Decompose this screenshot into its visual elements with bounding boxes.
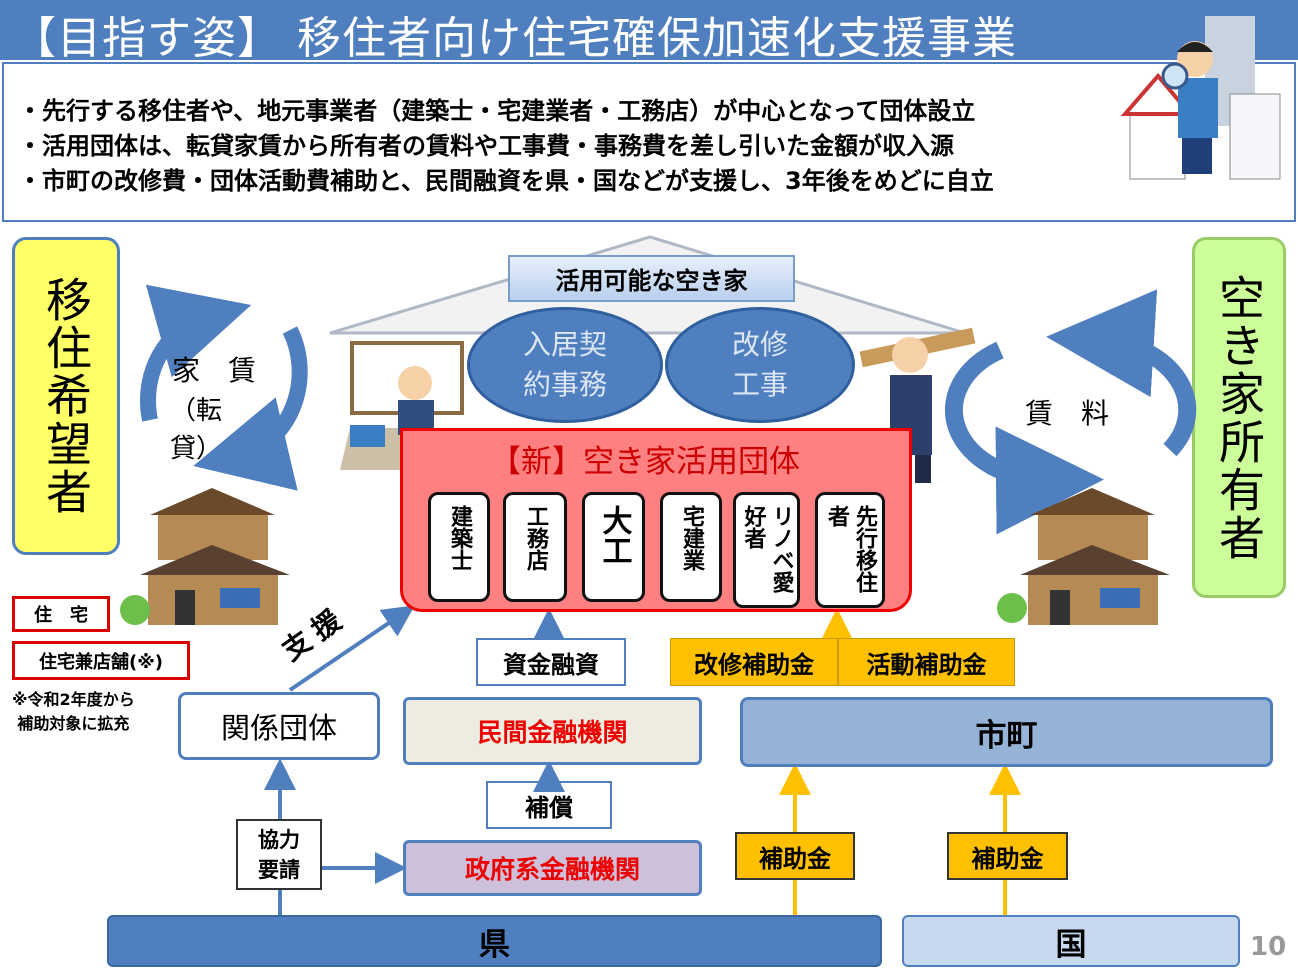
- subsidy-label: 補助金: [947, 832, 1068, 880]
- fee-cycle-arrow: [1046, 289, 1197, 457]
- member-card: 建築士: [428, 492, 490, 602]
- renovation-work-ellipse: 改修工事: [665, 307, 855, 423]
- subsidy-label: 補助金: [735, 832, 855, 880]
- municipality-box: 市町: [740, 697, 1273, 767]
- private-bank-box: 民間金融機関: [403, 697, 702, 765]
- member-card: リノベ愛好者: [733, 492, 800, 608]
- group-title: 【新】空き家活用団体: [490, 444, 800, 480]
- member-card: 大工: [582, 492, 645, 602]
- fee-cycle-arrow: [944, 341, 1104, 535]
- house-inspector-illustration: [1120, 16, 1281, 180]
- bullet: ・先行する移住者や、地元事業者（建築士・宅建業者・工務店）が中心となって団体設立: [18, 97, 976, 125]
- contract-work-ellipse: 入居契約事務: [467, 307, 663, 423]
- guarantee-label: 補償: [486, 781, 612, 829]
- bullet: ・活用団体は、転貸家賃から所有者の賃料や工事費・事務費を差し引いた金額が収入源: [18, 132, 954, 160]
- member-card: 工務店: [503, 492, 567, 602]
- house-icon-right: [997, 488, 1170, 625]
- nation-bar: 国: [902, 915, 1240, 967]
- rent-label: 家 賃: [172, 354, 257, 387]
- renovation-subsidy-label: 改修補助金: [670, 638, 838, 686]
- note: ※令和2年度から 補助対象に拡充: [12, 690, 135, 733]
- government-bank-box: 政府系金融機関: [403, 840, 702, 896]
- migrant-applicant-box: 移住希望者: [12, 237, 120, 555]
- page-title: 【目指す姿】 移住者向け住宅確保加速化支援事業: [12, 13, 1017, 64]
- support-arrow: [288, 605, 415, 692]
- vacant-house-owner-box: 空き家所有者: [1192, 237, 1286, 598]
- housing-shop-tag: 住宅兼店舗(※): [12, 641, 190, 680]
- activity-subsidy-label: 活動補助金: [838, 638, 1015, 686]
- funding-label: 資金融資: [476, 638, 626, 686]
- rent-cycle-arrow: [140, 284, 252, 422]
- rent-cycle-arrow: [193, 326, 308, 491]
- summary-box: ・先行する移住者や、地元事業者（建築士・宅建業者・工務店）が中心となって団体設立…: [2, 62, 1296, 222]
- rent-sublabel: （転貸）: [170, 396, 223, 464]
- related-organizations-box: 関係団体: [178, 692, 380, 760]
- vacant-house-label: 活用可能な空き家: [508, 255, 795, 302]
- fee-label: 賃 料: [1025, 397, 1110, 430]
- house-icon-left: [120, 488, 290, 625]
- prefecture-bar: 県: [107, 915, 882, 967]
- title-bar: [0, 0, 1298, 60]
- housing-tag: 住 宅: [12, 596, 110, 632]
- member-card: 先行移住者: [815, 492, 885, 608]
- bullet: ・市町の改修費・団体活動費補助と、民間融資を県・国などが支援し、3年後をめどに自…: [18, 167, 994, 195]
- cooperation-label: 協力要請: [236, 819, 322, 890]
- page-number: 10: [1250, 932, 1287, 962]
- member-card: 宅建業: [660, 492, 722, 602]
